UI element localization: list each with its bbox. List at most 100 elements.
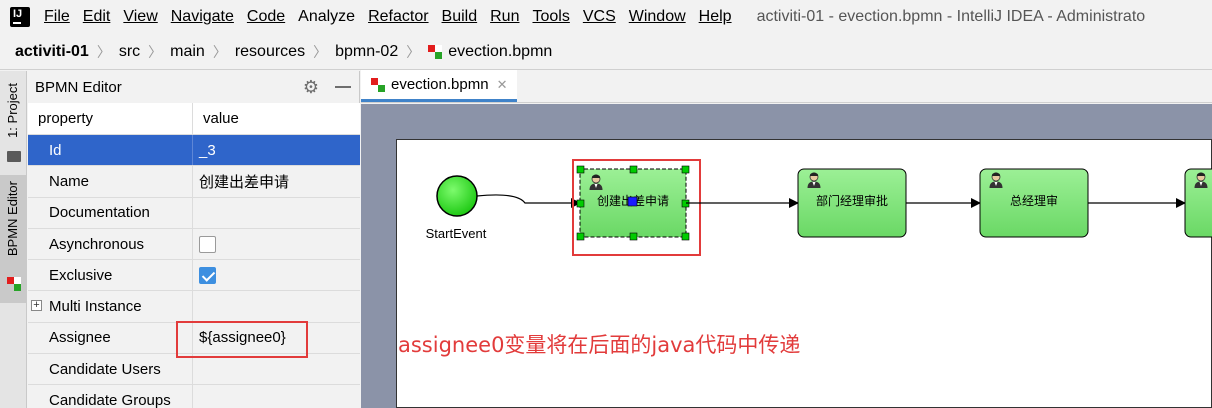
folder-icon [7, 151, 21, 162]
task-create-application[interactable]: 创建出差申请 [576, 165, 690, 241]
property-row-name[interactable]: Name 创建出差申请 [28, 166, 360, 198]
task-dept-manager-approval[interactable]: 部门经理审批 [797, 168, 907, 238]
property-row-assignee[interactable]: Assignee ${assignee0} [28, 322, 360, 355]
resize-handle[interactable] [629, 232, 638, 241]
panel-title: BPMN Editor [35, 78, 122, 96]
menu-help[interactable]: Help [698, 8, 732, 25]
property-value-asynchronous [193, 229, 360, 259]
connect-handle[interactable] [627, 196, 638, 207]
menu-view[interactable]: View [123, 8, 158, 25]
breadcrumb-src[interactable]: src [118, 42, 141, 60]
menu-refactor[interactable]: Refactor [368, 8, 429, 25]
property-value-assignee[interactable]: ${assignee0} [199, 329, 286, 347]
window-title: activiti-01 - evection.bpmn - IntelliJ I… [756, 8, 1146, 25]
task-name: 部门经理审批 [816, 193, 888, 208]
editor-area: evection.bpmn ✕ [361, 70, 1212, 408]
close-icon[interactable]: ✕ [496, 76, 508, 92]
property-name: Exclusive [28, 260, 193, 291]
asynchronous-checkbox[interactable] [199, 235, 216, 253]
breadcrumb-project[interactable]: activiti-01 [15, 42, 89, 60]
start-event[interactable] [436, 175, 478, 217]
task-highlight-box [572, 159, 701, 256]
chevron-right-icon: 〉 [212, 43, 227, 60]
property-value-candidate-users[interactable] [193, 354, 360, 384]
tool-tab-project-label: 1: Project [5, 83, 20, 138]
chevron-right-icon: 〉 [96, 43, 111, 60]
tool-tab-project[interactable]: 1: Project [0, 75, 27, 175]
property-value-candidate-groups[interactable] [193, 385, 360, 408]
breadcrumb-file-label: evection.bpmn [448, 42, 553, 60]
property-row-candidate-users[interactable]: Candidate Users [28, 354, 360, 386]
menu-edit[interactable]: Edit [82, 8, 111, 25]
header-property: property [28, 103, 193, 134]
resize-handle[interactable] [576, 165, 585, 174]
sequence-flow[interactable] [476, 194, 581, 208]
bpmn-editor-panel: BPMN Editor ⚙ property value Id _3 Name … [28, 71, 360, 408]
menu-analyze[interactable]: Analyze [298, 8, 356, 25]
menu-file[interactable]: File [44, 8, 70, 25]
menu-navigate[interactable]: Navigate [170, 8, 234, 25]
property-value-name[interactable]: 创建出差申请 [199, 173, 290, 191]
property-row-id[interactable]: Id _3 [28, 135, 360, 167]
property-value-documentation[interactable] [193, 198, 360, 228]
breadcrumb-bpmn-02[interactable]: bpmn-02 [335, 42, 399, 60]
property-row-asynchronous[interactable]: Asynchronous [28, 228, 360, 261]
breadcrumb: activiti-01 〉 src 〉 main 〉 resources 〉 b… [0, 34, 1212, 70]
task-next[interactable] [1184, 168, 1212, 238]
property-name: Asynchronous [28, 228, 193, 260]
bpmn-file-icon [371, 77, 385, 92]
resize-handle[interactable] [629, 165, 638, 174]
property-row-multi-instance[interactable]: + Multi Instance [28, 291, 360, 323]
menu-build[interactable]: Build [441, 8, 478, 25]
breadcrumb-file[interactable]: evection.bpmn [428, 43, 552, 61]
breadcrumb-main[interactable]: main [170, 42, 205, 60]
property-row-documentation[interactable]: Documentation [28, 197, 360, 229]
menu-window[interactable]: Window [628, 8, 686, 25]
property-name: Id [28, 135, 193, 166]
menu-bar: IJ File Edit View Navigate Code Analyze … [0, 0, 1212, 34]
property-name: Multi Instance [49, 298, 142, 316]
resize-handle[interactable] [681, 165, 690, 174]
tool-tab-bpmn-editor[interactable]: BPMN Editor [0, 175, 27, 303]
header-value: value [203, 110, 239, 127]
tab-evection-bpmn[interactable]: evection.bpmn ✕ [361, 70, 518, 102]
panel-header: BPMN Editor ⚙ [28, 71, 359, 103]
property-value-multi-instance[interactable] [193, 291, 360, 321]
property-name: Assignee [28, 322, 193, 354]
expand-plus-icon[interactable]: + [31, 300, 42, 312]
menu-code[interactable]: Code [246, 8, 286, 25]
property-name: Documentation [28, 197, 193, 228]
property-table: property value Id _3 Name 创建出差申请 Documen… [28, 103, 360, 408]
start-event-label: StartEvent [426, 226, 487, 241]
annotation-text: assignee0变量将在后面的java代码中传递 [398, 333, 800, 357]
chevron-right-icon: 〉 [148, 43, 163, 60]
breadcrumb-resources[interactable]: resources [234, 42, 306, 60]
assignee-highlight-box [176, 321, 308, 358]
bpmn-file-icon [428, 44, 443, 59]
property-value-exclusive [193, 260, 360, 290]
menu-run[interactable]: Run [490, 8, 520, 25]
chevron-right-icon: 〉 [313, 43, 328, 60]
menu-vcs[interactable]: VCS [582, 8, 616, 25]
bpmn-editor-icon [7, 277, 21, 291]
resize-handle[interactable] [681, 232, 690, 241]
resize-handle[interactable] [576, 199, 585, 208]
chevron-right-icon: 〉 [406, 43, 421, 60]
intellij-logo-icon: IJ [7, 4, 33, 30]
property-value-id[interactable]: _3 [199, 141, 216, 159]
gear-icon[interactable]: ⚙ [302, 77, 320, 97]
property-row-candidate-groups[interactable]: Candidate Groups [28, 385, 360, 408]
property-name: Candidate Groups [28, 385, 193, 408]
exclusive-checkbox[interactable] [199, 266, 216, 284]
editor-tab-bar: evection.bpmn ✕ [361, 70, 1212, 103]
resize-handle[interactable] [576, 232, 585, 241]
property-name: Name [28, 166, 193, 197]
diagram-canvas[interactable]: StartEvent 创建出差申请 [396, 139, 1212, 408]
tool-window-strip: 1: Project BPMN Editor [0, 71, 27, 408]
minimize-icon[interactable] [335, 86, 351, 88]
property-name: Candidate Users [28, 354, 193, 385]
task-general-manager-approval[interactable]: 总经理审 [979, 168, 1089, 238]
bpmn-diagram: StartEvent 创建出差申请 [398, 159, 1212, 357]
menu-tools[interactable]: Tools [532, 8, 570, 25]
property-row-exclusive[interactable]: Exclusive [28, 260, 360, 292]
